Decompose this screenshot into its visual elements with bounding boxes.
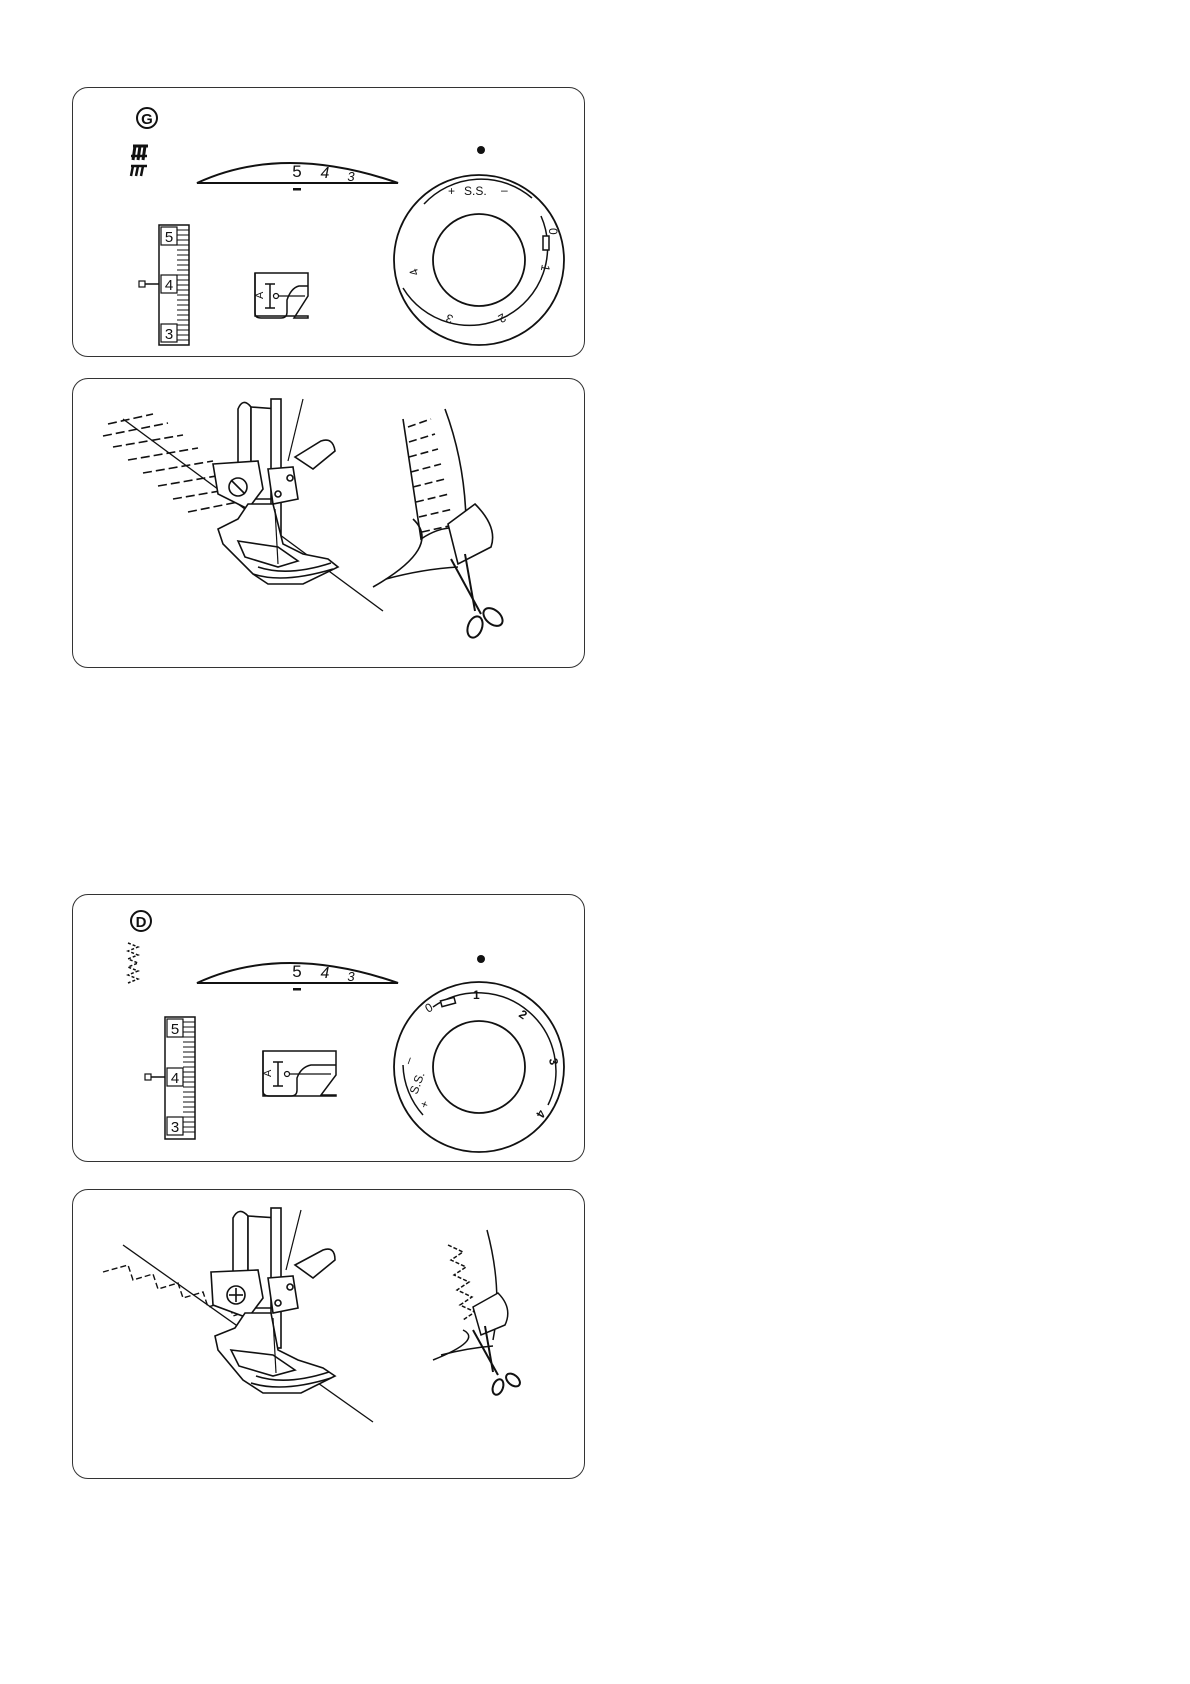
scissors-icon xyxy=(450,553,504,639)
zigzag-stitch-line xyxy=(102,1264,256,1325)
presser-foot-drawing xyxy=(212,398,340,585)
svg-text:5: 5 xyxy=(292,962,301,981)
svg-text:–: – xyxy=(401,1055,417,1066)
setting-indicator-dot xyxy=(477,955,485,963)
svg-text:S.S.: S.S. xyxy=(464,184,487,198)
svg-text:4: 4 xyxy=(406,266,422,277)
svg-text:0: 0 xyxy=(546,228,560,235)
tension-indicator-mark xyxy=(293,188,301,191)
svg-text:4: 4 xyxy=(165,277,173,294)
presser-foot-a-icon: A xyxy=(254,272,309,319)
scissors-icon xyxy=(472,1325,521,1396)
settings-panel-g: G 5 4 3 xyxy=(72,87,585,357)
svg-text:4: 4 xyxy=(171,1070,179,1087)
svg-text:5: 5 xyxy=(165,229,173,246)
presser-foot-a-icon: A xyxy=(262,1050,337,1097)
trimmed-zigzag-seam-drawing xyxy=(432,1229,509,1361)
sewing-illustration-panel-d xyxy=(72,1189,585,1479)
svg-text:A: A xyxy=(262,1069,274,1077)
setting-indicator-dot xyxy=(477,146,485,154)
triple-stitch-icon xyxy=(129,144,148,177)
svg-text:G: G xyxy=(141,111,153,128)
stitch-width-dial: 0 1 2 3 4 + S.S. – xyxy=(393,955,565,1153)
zigzag-stitch-icon xyxy=(125,942,141,984)
svg-text:5: 5 xyxy=(171,1021,179,1038)
svg-text:3: 3 xyxy=(165,326,173,343)
svg-text:1: 1 xyxy=(538,263,553,272)
svg-text:1: 1 xyxy=(473,988,480,1002)
thread-tension-dial: 5 4 3 xyxy=(196,962,399,991)
svg-text:3: 3 xyxy=(546,1057,561,1066)
svg-text:4: 4 xyxy=(321,965,330,982)
stitch-length-scale: 5 4 3 xyxy=(144,1016,196,1140)
svg-text:3: 3 xyxy=(444,311,455,327)
svg-text:+: + xyxy=(417,1099,433,1110)
settings-panel-d: D 5 4 3 xyxy=(72,894,585,1162)
thread-tension-dial: 5 4 3 xyxy=(196,162,399,191)
tension-indicator-mark xyxy=(293,988,301,991)
svg-text:4: 4 xyxy=(321,165,330,182)
stitch-width-dial: + S.S. – 0 1 2 3 4 xyxy=(393,146,565,346)
pattern-letter-badge: G xyxy=(136,107,158,129)
presser-foot-drawing xyxy=(210,1207,337,1394)
stitch-length-scale: 5 4 3 xyxy=(138,224,190,346)
svg-text:3: 3 xyxy=(347,969,355,984)
svg-text:A: A xyxy=(254,291,266,299)
svg-text:3: 3 xyxy=(171,1119,179,1136)
trimmed-seam-drawing xyxy=(372,408,494,588)
svg-text:–: – xyxy=(501,183,508,197)
svg-text:5: 5 xyxy=(292,162,301,181)
pattern-letter-badge: D xyxy=(130,910,152,932)
svg-text:+: + xyxy=(448,184,455,198)
svg-text:D: D xyxy=(136,914,147,931)
sewing-illustration-panel-g xyxy=(72,378,585,668)
svg-text:3: 3 xyxy=(347,169,355,184)
